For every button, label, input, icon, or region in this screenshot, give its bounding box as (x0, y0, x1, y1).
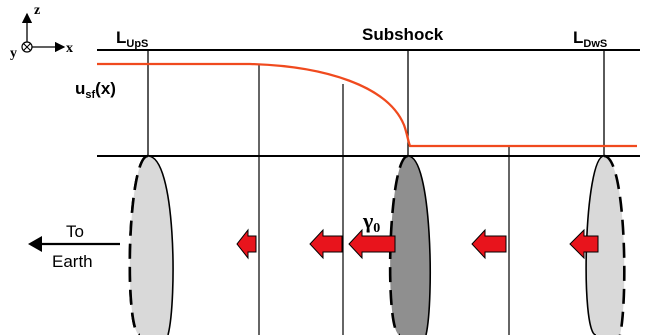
flow-arrow-1 (236, 228, 257, 260)
y-axis-label: y (10, 46, 17, 61)
l-dws-main: L (573, 28, 583, 47)
usf-argument: (x) (95, 79, 116, 98)
flow-arrow-3 (348, 228, 396, 260)
usf-label: usf(x) (75, 79, 116, 101)
ups-disc-right-solid (147, 155, 174, 335)
x-axis-label: x (66, 41, 73, 56)
flow-arrow-4 (471, 228, 507, 260)
usf-main: u (75, 79, 85, 98)
gamma-label: γ0 (362, 208, 380, 236)
usf-subscript: sf (85, 89, 95, 101)
dws-disc-body (586, 156, 625, 335)
y-axis-cross-b (23, 43, 31, 51)
flow-arrows (236, 228, 599, 260)
flow-arrow-2 (309, 228, 343, 260)
l-dws-subscript: DwS (583, 38, 607, 50)
l-ups-label: LUpS (116, 28, 148, 50)
l-ups-main: L (116, 28, 126, 47)
ups-disc (128, 154, 174, 335)
gamma-subscript: 0 (373, 221, 380, 236)
l-dws-label: LDwS (573, 28, 607, 50)
to-earth-arrowhead (28, 236, 42, 252)
subshock-label: Subshock (362, 25, 444, 44)
to-earth-label-line2: Earth (52, 252, 93, 271)
velocity-profile-curve (97, 62, 637, 148)
to-earth-label-line1: To (66, 222, 84, 241)
ups-disc-body (129, 156, 174, 335)
ups-disc-left-dashed-top (128, 154, 149, 335)
flow-arrow-5 (569, 228, 599, 260)
subshock-disc-right-solid (407, 155, 432, 335)
subshock-disc (388, 154, 432, 335)
gamma-main: γ (362, 208, 373, 233)
dws-disc (585, 154, 626, 335)
subshock-disc-body (390, 156, 431, 335)
l-ups-subscript: UpS (126, 38, 148, 50)
axes-indicator: z x y (10, 3, 73, 61)
z-axis-label: z (34, 3, 40, 18)
dws-disc-right-dashed (603, 154, 626, 335)
